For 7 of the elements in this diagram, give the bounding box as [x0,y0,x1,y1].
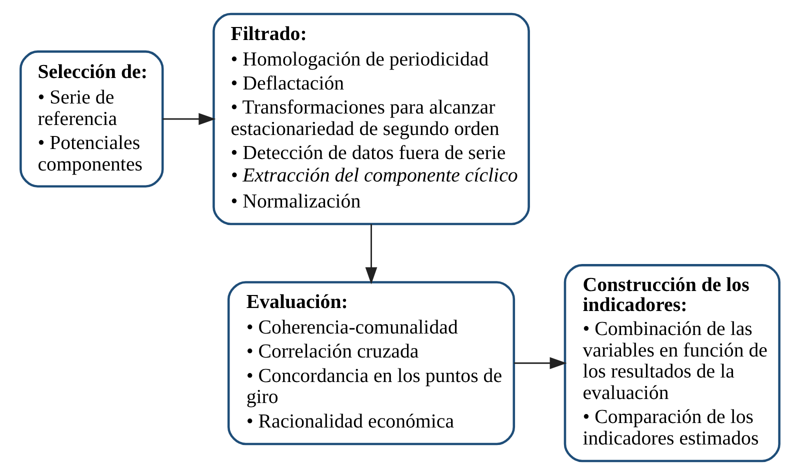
arrow [514,357,566,370]
arrow [364,224,377,284]
node-box: Construcción de los indicadores: • Combinación de las variables en función de los resultados de la evaluación • Comparación de los indicadores estimados [563,264,780,462]
arrow [162,113,216,125]
node-box: Filtrado: • Homologación de periodicidad • Deflactación • Transformaciones para alcanzar estacionariedad de segundo orden • Detección de datos fuera de serie • Extracción del componente cíclico • Normalización [212,12,530,226]
node-box: Selección de: • Serie de referencia • Potenciales componentes [19,50,164,188]
node-box: Evaluación: • Coherencia-comunalidad • Correlación cruzada • Concordancia en los puntos de giro • Racionalidad económica [226,281,515,446]
